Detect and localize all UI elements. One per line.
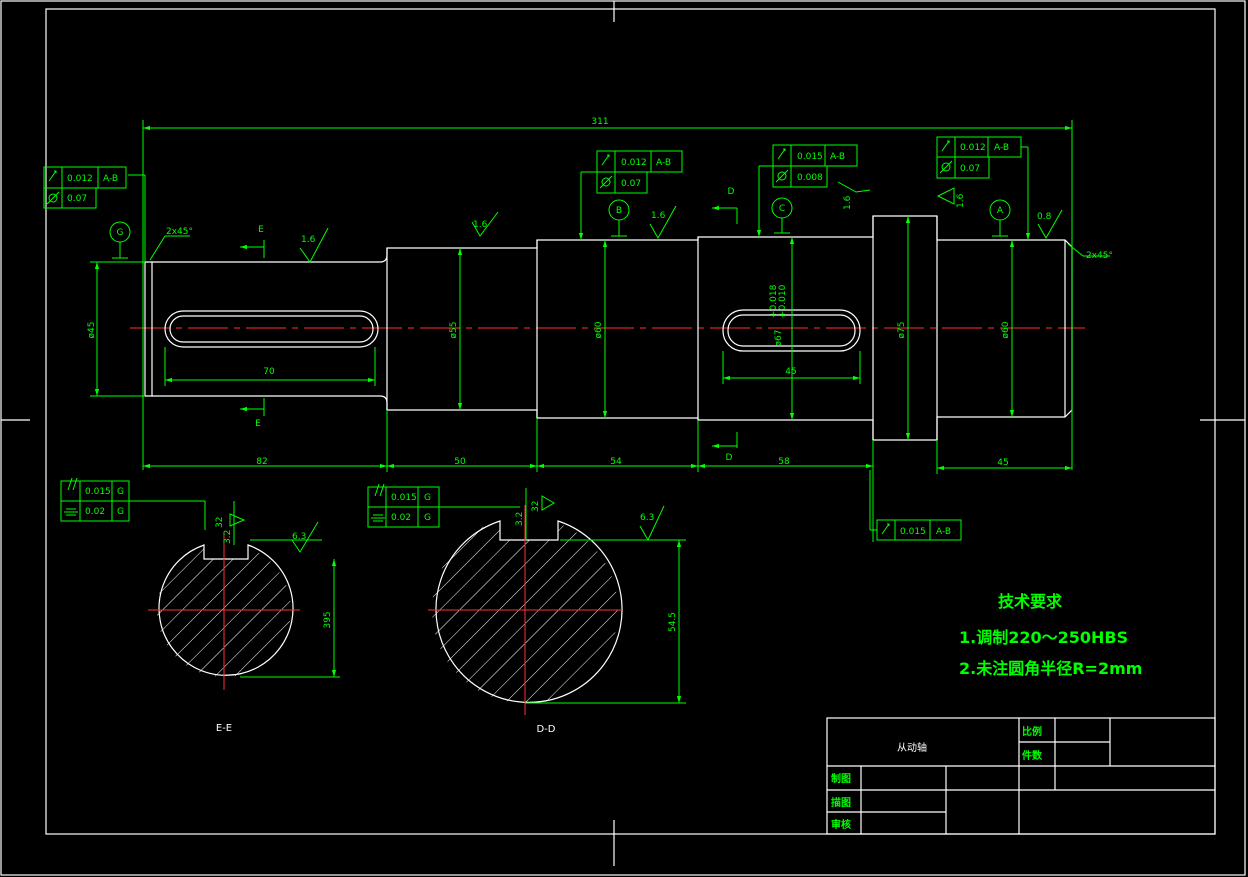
dim-key1-length: 70 [263, 367, 275, 377]
sec-ee-depth: 395 [323, 611, 333, 628]
sec-ee-key-width-b: 3.2 [223, 530, 233, 544]
section-ee [148, 501, 340, 690]
sec-dd-key-width: 32 [531, 501, 541, 512]
dim-d6: ø60 [1001, 321, 1011, 338]
tol-left-runout-ref: A-B [103, 174, 118, 184]
sec-dd-key-width-b: 3.2 [515, 512, 525, 526]
datum-markers [109, 197, 1011, 259]
dim-d2: ø55 [449, 322, 459, 339]
sec-ee-roughness: 6.3 [292, 532, 306, 542]
section-dd [428, 488, 686, 715]
tol-dd-parallel: 0.015 [391, 493, 417, 503]
roughness-4: 1.6 [843, 195, 853, 210]
dim-overall: 311 [591, 117, 608, 127]
sec-ee-key-width: 32 [215, 517, 225, 528]
dim-d5: ø75 [897, 322, 907, 339]
dim-seg2: 50 [454, 457, 466, 467]
tol-b-circ: 0.07 [621, 179, 641, 189]
tol-a-circ: 0.07 [960, 164, 980, 174]
label-check: 审核 [831, 818, 851, 831]
dim-key2-length: 45 [785, 367, 796, 377]
datum-g: G [117, 228, 124, 238]
tol-a-runout-ref: A-B [994, 143, 1009, 153]
roughness-3: 1.6 [651, 211, 666, 221]
label-design: 描图 [831, 796, 851, 809]
tol-c-circ: 0.008 [797, 173, 823, 183]
roughness-symbols [299, 181, 1063, 263]
datum-a: A [997, 206, 1004, 216]
section-mark-d-bottom: D [726, 453, 733, 463]
dim-d1: ø45 [87, 322, 97, 339]
section-mark-e-top: E [258, 225, 264, 235]
chamfer-right: 2x45° [1086, 251, 1113, 261]
section-mark-d-top: D [728, 187, 735, 197]
dim-d4-lower: +0.010 [778, 284, 788, 318]
dim-seg4: 58 [778, 457, 790, 467]
dim-seg5: 45 [997, 458, 1008, 468]
tolerance-frames [43, 136, 1031, 541]
tol-dd-sym: 0.02 [391, 513, 411, 523]
tol-b-runout: 0.012 [621, 158, 647, 168]
tol-ee-sym-ref: G [117, 507, 124, 517]
tol-c-runout-ref: A-B [830, 152, 845, 162]
dim-d3: ø60 [594, 321, 604, 338]
tol-c-runout: 0.015 [797, 152, 823, 162]
roughness-5: 1.6 [956, 193, 966, 208]
tol-left-runout: 0.012 [67, 174, 93, 184]
sec-dd-depth: 54.5 [668, 612, 678, 632]
tol-left-circ: 0.07 [67, 194, 87, 204]
label-count: 件数 [1022, 749, 1043, 762]
section-mark-e-bottom: E [255, 419, 261, 429]
dim-seg3: 54 [610, 457, 622, 467]
tech-req-item-1: 1.调制220～250HBS [959, 628, 1128, 647]
roughness-6: 0.8 [1037, 212, 1052, 222]
tol-ee-parallel-ref: G [117, 487, 124, 497]
datum-b: B [616, 206, 622, 216]
part-name: 从动轴 [897, 741, 927, 754]
dim-d4: ø67 [774, 330, 784, 347]
tol-bottom-runout: 0.015 [900, 527, 926, 537]
dimension-lines [90, 120, 1110, 542]
tech-req-title: 技术要求 [998, 592, 1063, 611]
label-scale: 比例 [1022, 725, 1042, 738]
tol-bottom-runout-ref: A-B [936, 527, 951, 537]
tol-dd-sym-ref: G [424, 513, 431, 523]
roughness-1: 1.6 [301, 235, 316, 245]
dim-d4-upper: +0.018 [769, 284, 779, 318]
section-label-dd: D-D [536, 724, 555, 735]
tech-req-item-2: 2.未注圆角半径R=2mm [959, 659, 1142, 678]
title-block [826, 717, 1216, 835]
section-label-ee: E-E [216, 723, 232, 734]
tol-ee-sym: 0.02 [85, 507, 105, 517]
tol-b-runout-ref: A-B [656, 158, 671, 168]
tol-ee-parallel: 0.015 [85, 487, 111, 497]
label-drawn: 制图 [831, 772, 851, 785]
chamfer-left: 2x45° [166, 227, 193, 237]
dim-seg1: 82 [256, 457, 267, 467]
datum-c: C [779, 204, 785, 214]
sec-dd-roughness: 6.3 [640, 513, 654, 523]
section-cut-marks [240, 205, 738, 449]
roughness-2: 1.6 [473, 220, 488, 230]
keyway-1 [164, 310, 379, 348]
tol-a-runout: 0.012 [960, 143, 986, 153]
tol-dd-parallel-ref: G [424, 493, 431, 503]
